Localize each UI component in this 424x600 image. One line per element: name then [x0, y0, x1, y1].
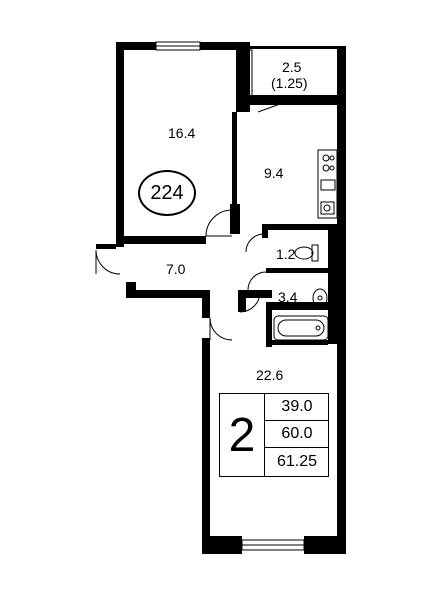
room-area-kitchen: 9.4 — [264, 165, 284, 181]
total-with-balcony-value: 61.25 — [276, 452, 318, 470]
area-values: 39.0 60.0 61.25 — [264, 394, 329, 476]
living-area-value: 39.0 — [265, 394, 329, 421]
room-count: 2 — [228, 408, 256, 462]
apartment-number-badge: 224 — [138, 170, 196, 216]
room-area-balcony: 2.5 — [282, 59, 302, 75]
windows — [155, 41, 305, 551]
room-area-hall: 7.0 — [166, 261, 186, 277]
total-area-value: 60.0 — [265, 421, 329, 448]
area-summary-box: 2 39.0 60.0 61.25 — [219, 393, 329, 477]
room-area-living: 22.6 — [256, 367, 284, 383]
room-area-bathroom: 3.4 — [278, 289, 298, 305]
doors — [95, 103, 281, 341]
walls — [96, 42, 346, 554]
room-area-balcony-reduced: (1.25) — [271, 75, 308, 91]
room-area-bedroom: 16.4 — [168, 125, 196, 141]
fixtures — [273, 149, 338, 341]
room-area-toilet: 1.2 — [276, 246, 296, 262]
